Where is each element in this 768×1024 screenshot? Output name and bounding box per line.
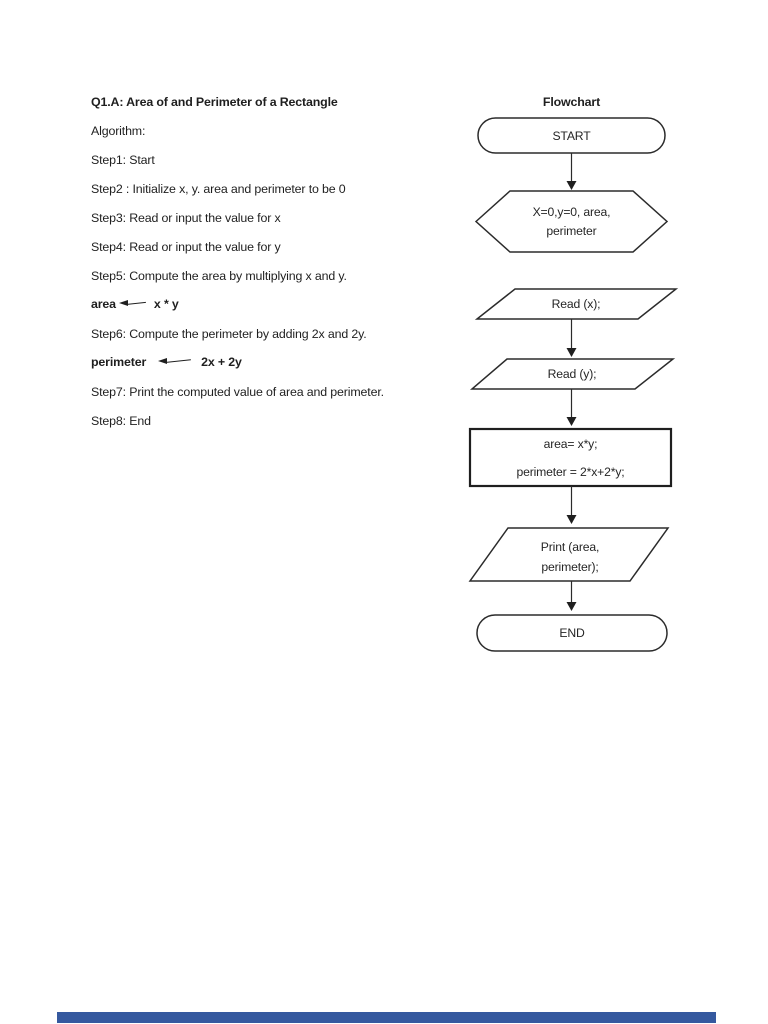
flow-arrowhead-icon <box>566 417 577 426</box>
assignment-lhs: area <box>91 297 116 311</box>
algorithm-step-3: Step3: Read or input the value for x <box>91 211 281 225</box>
question-title: Q1.A: Area of and Perimeter of a Rectang… <box>91 95 338 109</box>
flow-arrowhead-icon <box>566 602 577 611</box>
flow-arrowhead-icon <box>566 348 577 357</box>
flowchart-end-label: END <box>559 626 585 640</box>
flowchart-read-y-parallelogram <box>469 358 676 390</box>
flowchart-start-label: START <box>552 129 591 143</box>
left-arrow-icon <box>158 357 192 367</box>
flowchart-init-label-line2: perimeter <box>546 224 596 238</box>
flow-arrowhead-icon <box>566 515 577 524</box>
flowchart-title: Flowchart <box>542 95 601 109</box>
algorithm-step-6: Step6: Compute the perimeter by adding 2… <box>91 327 367 341</box>
flowchart-print-label-line2: perimeter); <box>541 560 598 574</box>
footer-accent-bar <box>57 1012 716 1023</box>
perimeter-assignment-line: perimeter 2x + 2y <box>91 355 242 370</box>
left-arrow-icon <box>118 299 146 309</box>
flow-arrowhead-icon <box>566 181 577 190</box>
assignment-rhs: 2x + 2y <box>201 355 242 369</box>
flowchart-print-parallelogram <box>468 527 670 582</box>
flowchart-init-label-line1: X=0,y=0, area, <box>533 205 611 219</box>
assignment-lhs: perimeter <box>91 355 147 369</box>
algorithm-label: Algorithm: <box>91 124 146 138</box>
algorithm-step-4: Step4: Read or input the value for y <box>91 240 281 254</box>
flowchart-process-rectangle <box>468 427 673 488</box>
footer-accent-bar-fill <box>57 1012 716 1023</box>
flowchart-process-label-line2: perimeter = 2*x+2*y; <box>516 465 624 479</box>
flowchart-read-x-parallelogram <box>474 288 679 320</box>
algorithm-step-7: Step7: Print the computed value of area … <box>91 385 384 399</box>
flowchart-init-hexagon <box>474 190 669 253</box>
flowchart-canvas: START X=0,y=0, area, perimeter Read (x);… <box>468 117 679 652</box>
flowchart-process-label-line1: area= x*y; <box>544 437 598 451</box>
algorithm-step-2: Step2 : Initialize x, y. area and perime… <box>91 182 346 196</box>
flowchart-end-node <box>476 614 668 652</box>
algorithm-step-5: Step5: Compute the area by multiplying x… <box>91 269 347 283</box>
algorithm-step-1: Step1: Start <box>91 153 155 167</box>
flowchart-print-label-line1: Print (area, <box>541 540 599 554</box>
flowchart-read-y-label: Read (y); <box>548 367 597 381</box>
area-assignment-line: area x * y <box>91 297 179 312</box>
flowchart-read-x-label: Read (x); <box>552 297 601 311</box>
assignment-rhs: x * y <box>153 297 179 311</box>
algorithm-step-8: Step8: End <box>91 414 151 428</box>
